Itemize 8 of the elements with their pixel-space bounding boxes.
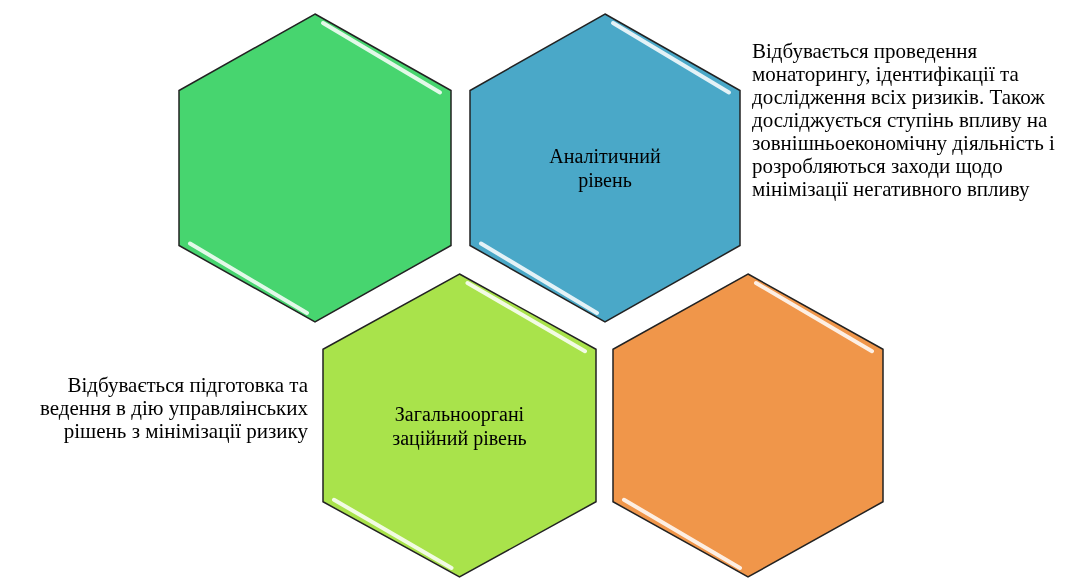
description-text: Відбувається проведення монаторингу, ідентифікації та дослідження всіх ризиків. Також досліджується ступінь впливу на зовнішньоекономічну діяльність і розробляються заходи щодо мінімізації негативного впливу (752, 40, 1056, 201)
node-label: Загальноорганізаційний рівень (391, 401, 528, 450)
hexagon (469, 13, 741, 323)
hexagon (178, 13, 452, 323)
hexagon (612, 273, 884, 578)
hexagon (322, 273, 597, 578)
node-label: Аналітичний рівень (548, 144, 662, 192)
description-text: Відбувається підготовка та ведення в дію управляінських рішень з мінімізації ризику (38, 374, 308, 443)
